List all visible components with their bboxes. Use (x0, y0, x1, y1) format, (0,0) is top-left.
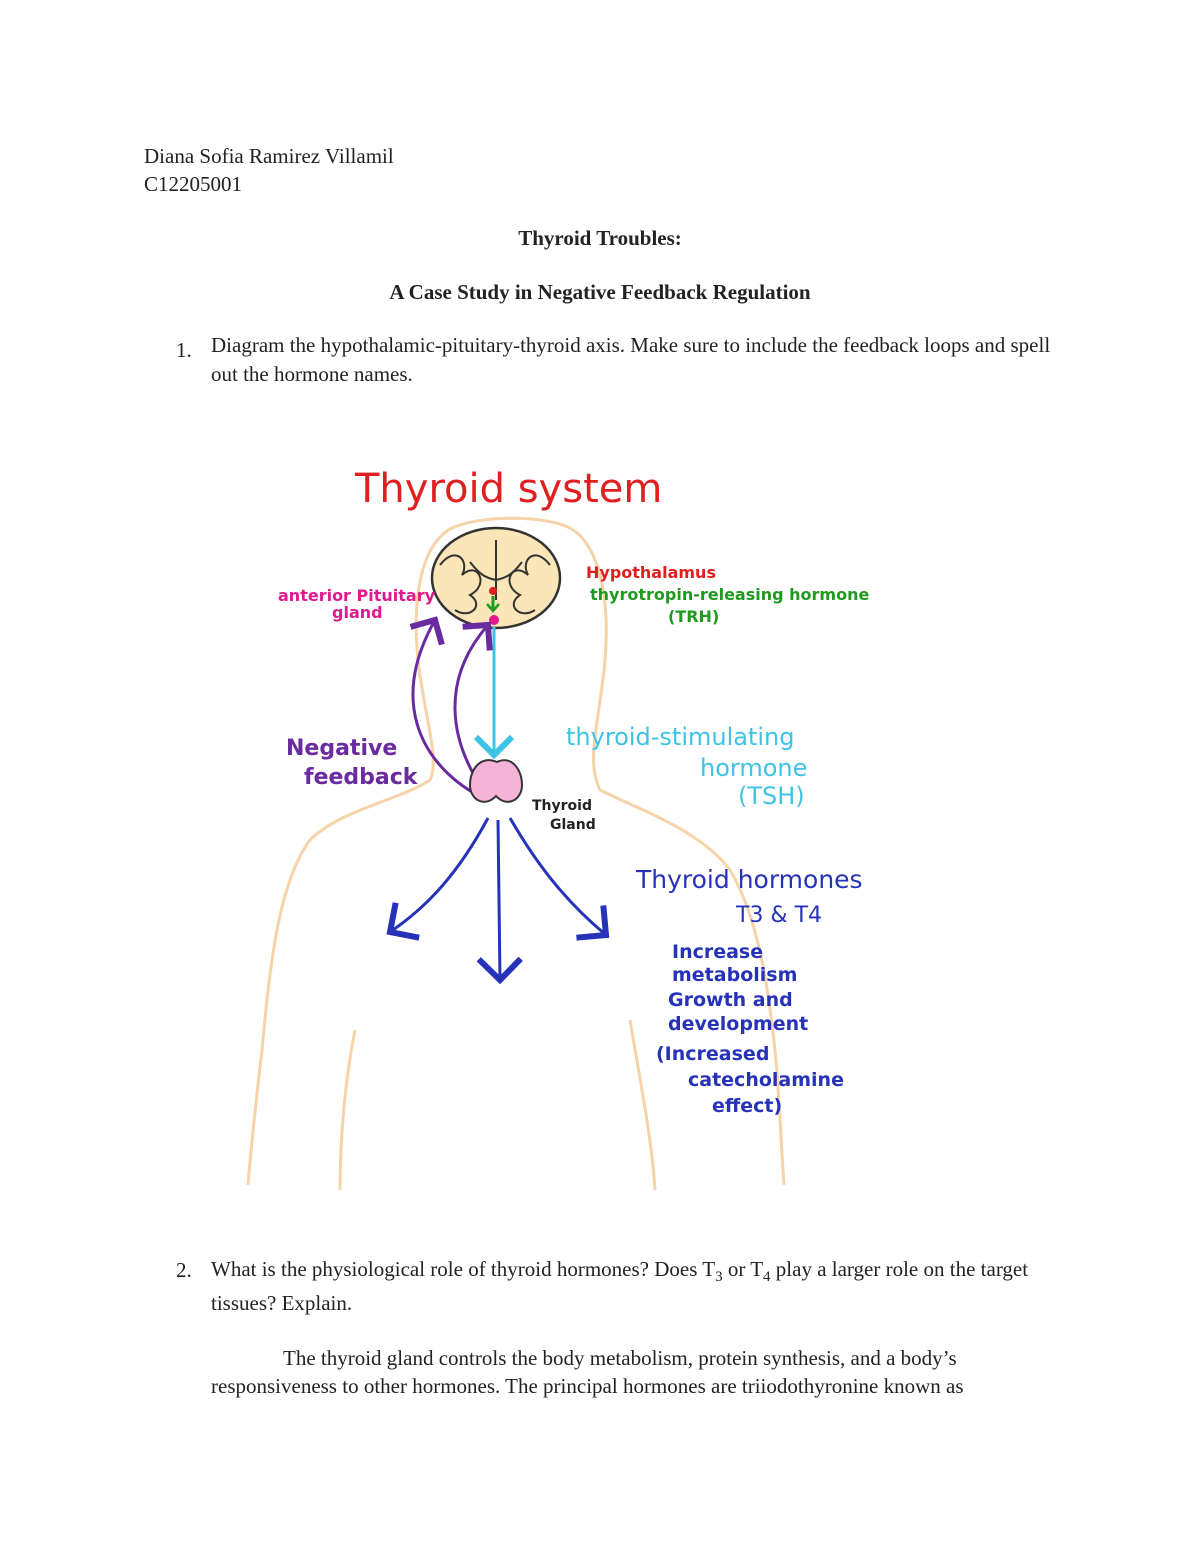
diagram-title: Thyroid system (354, 466, 662, 512)
question-2-text-part-1: What is the physiological role of thyroi… (211, 1257, 715, 1281)
effect-6: catecholamine (688, 1069, 844, 1091)
negative-feedback-label-2: feedback (304, 765, 419, 790)
answer-2-text: The thyroid gland controls the body meta… (211, 1346, 964, 1398)
question-2-number: 2. (176, 1256, 192, 1284)
thyroid-gland-label-1: Thyroid (532, 798, 592, 814)
negative-feedback-label-1: Negative (286, 736, 397, 761)
question-2-text-part-2: or T (723, 1257, 763, 1281)
answer-2-paragraph: The thyroid gland controls the body meta… (211, 1344, 1071, 1400)
effect-7: effect) (712, 1095, 782, 1117)
effect-1: Increase (672, 941, 763, 963)
hypothalamus-label: Hypothalamus (586, 563, 716, 582)
tsh-label-2: hormone (700, 754, 807, 782)
brain-icon (432, 528, 560, 628)
t3-t4-label: T3 & T4 (735, 903, 822, 928)
effect-4: development (668, 1013, 808, 1035)
effect-5: (Increased (656, 1043, 769, 1065)
hormone-arrow-right (510, 818, 606, 935)
thyroid-hormones-label: Thyroid hormones (635, 865, 863, 894)
thyroid-gland-icon (470, 760, 522, 802)
effect-2: metabolism (672, 964, 797, 986)
hormone-arrow-down (498, 820, 500, 980)
question-2-text: What is the physiological role of thyroi… (211, 1252, 1051, 1320)
anterior-pituitary-gland-label: gland (332, 603, 383, 622)
trh-abbrev: (TRH) (668, 607, 719, 626)
hormone-arrow-left (390, 818, 488, 932)
effect-3: Growth and (668, 989, 793, 1011)
t3-subscript: 3 (715, 1269, 723, 1285)
tsh-label-1: thyroid-stimulating (566, 723, 794, 751)
thyroid-gland-label-2: Gland (550, 817, 596, 833)
tsh-label-3: (TSH) (738, 782, 805, 810)
feedback-arrow-1 (413, 620, 472, 792)
t4-subscript: 4 (763, 1269, 771, 1285)
trh-label: thyrotropin-releasing hormone (590, 585, 869, 604)
